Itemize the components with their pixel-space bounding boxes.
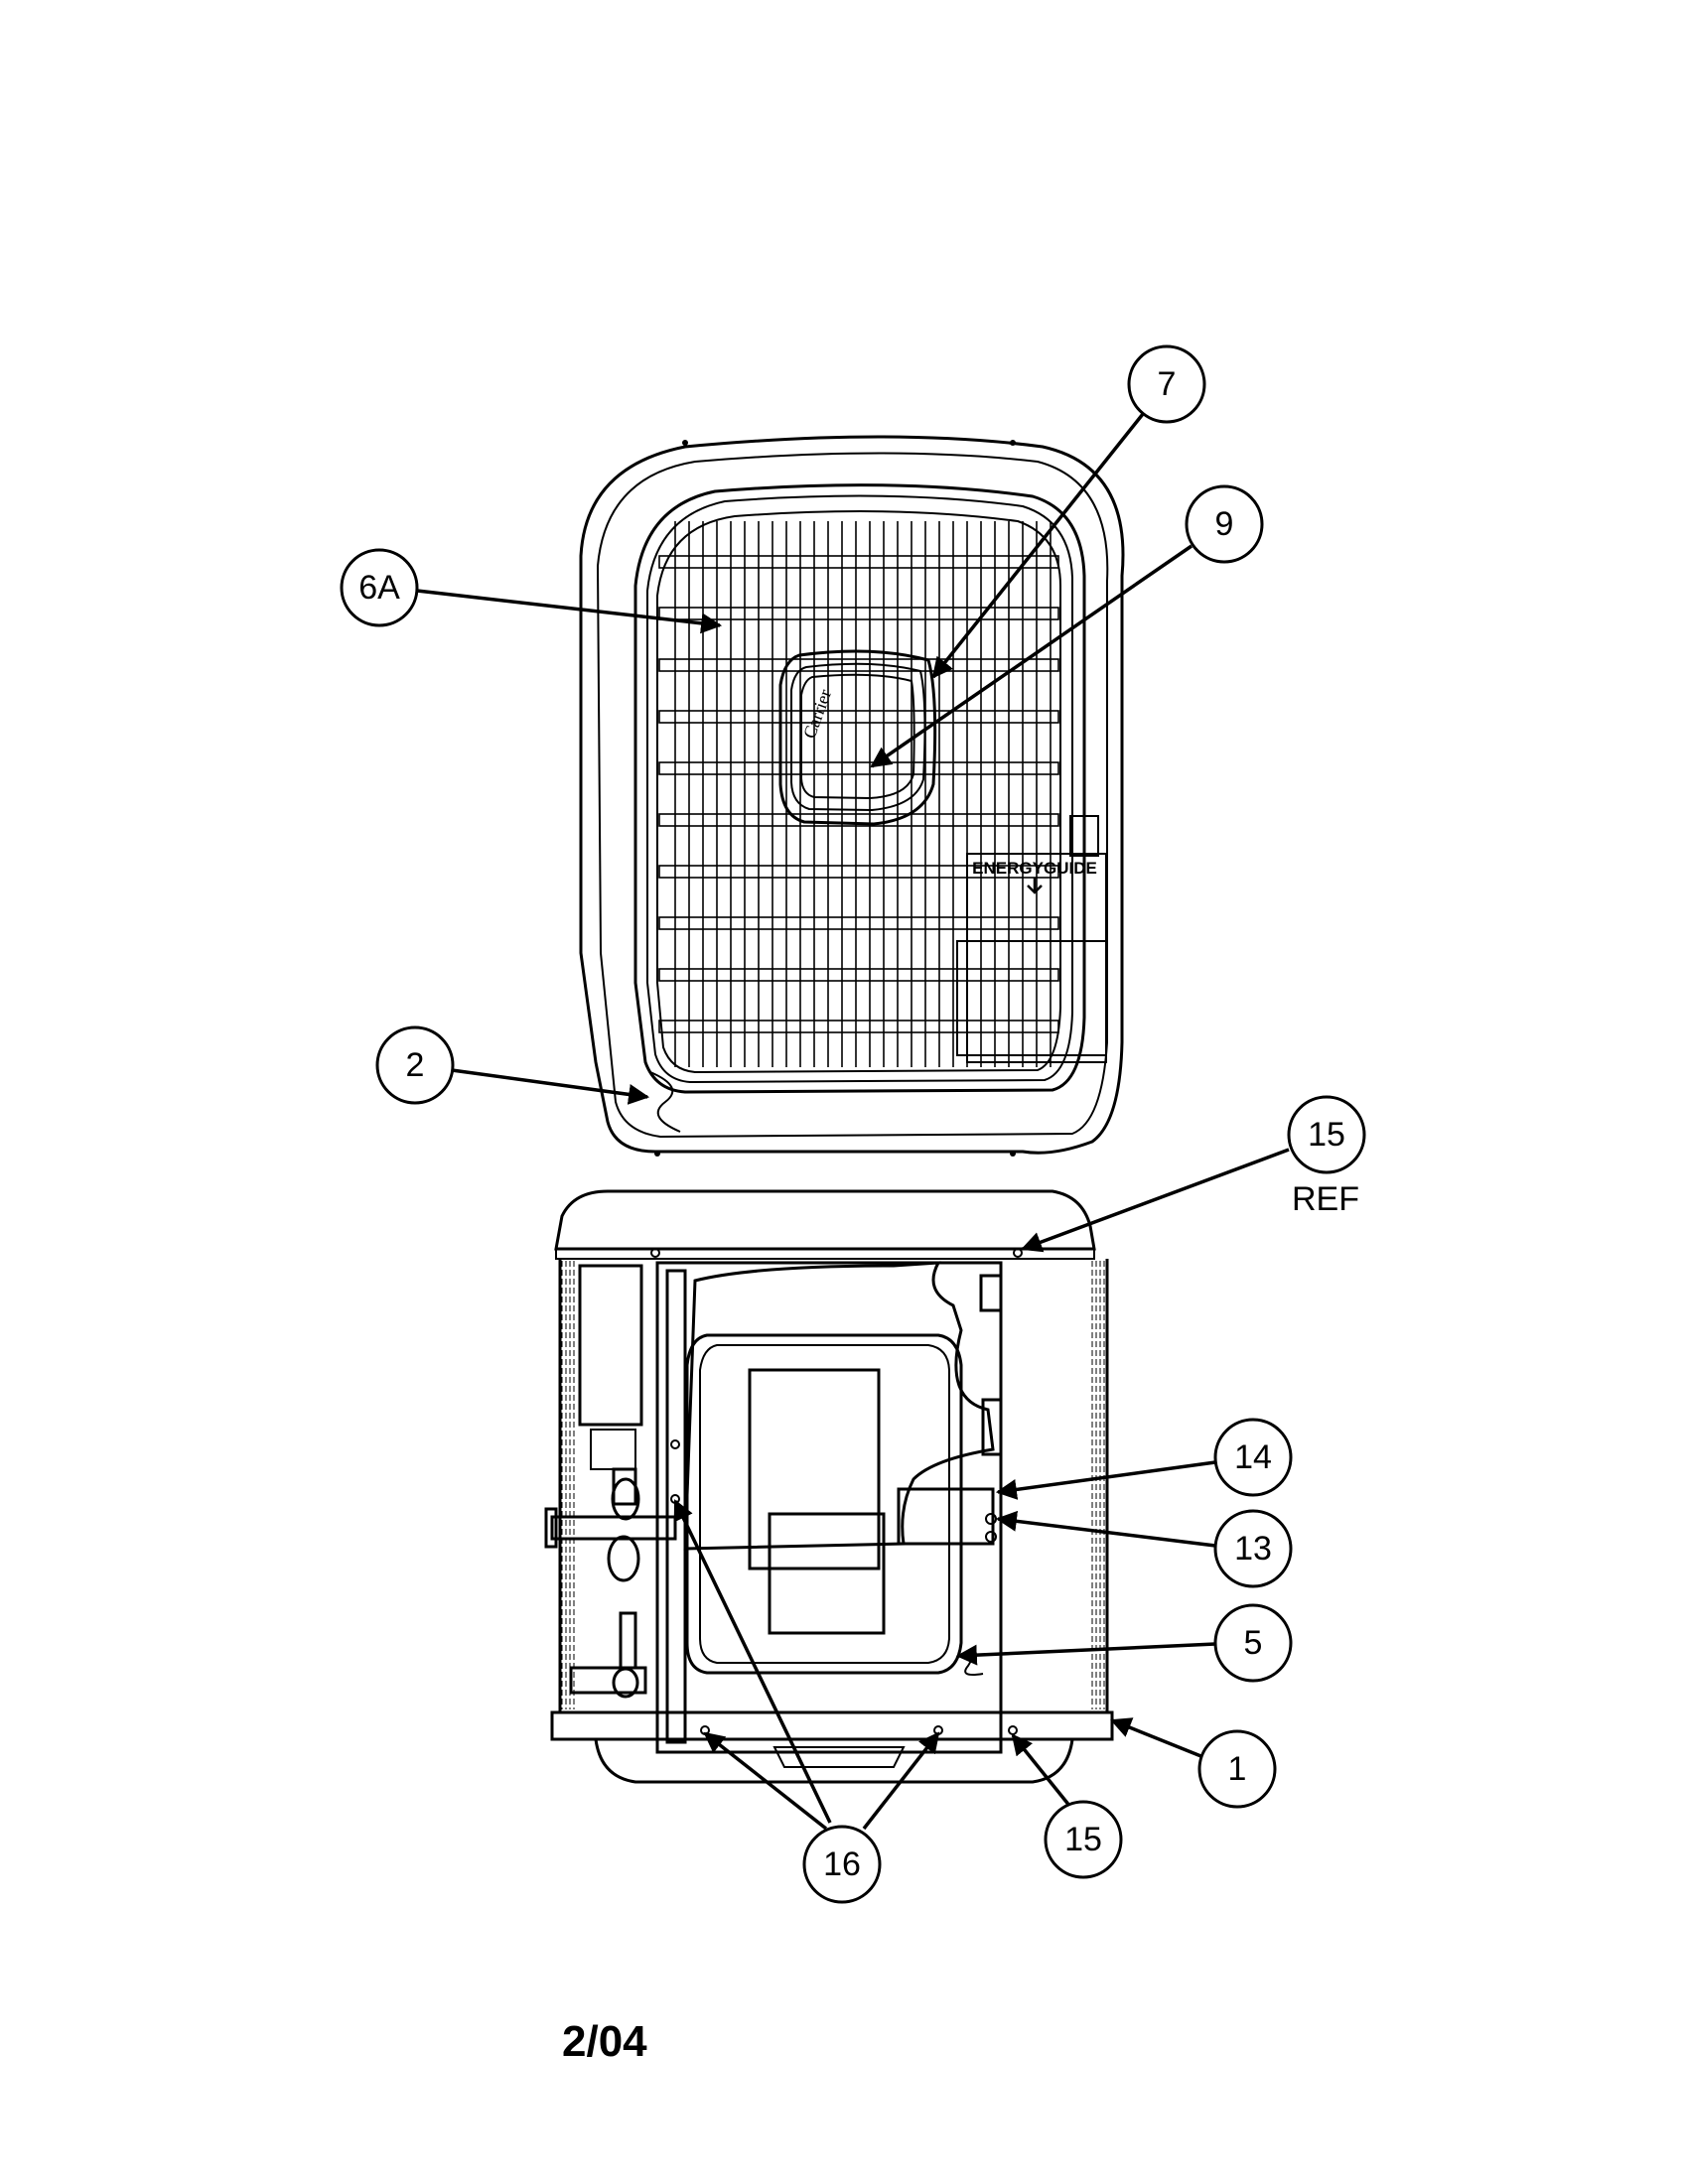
service-panel (650, 1248, 1023, 1754)
svg-text:16: 16 (823, 1845, 861, 1883)
svg-text:15: 15 (1064, 1821, 1102, 1858)
brand-logo: Carrier (799, 687, 835, 742)
svg-text:6A: 6A (358, 569, 400, 607)
ref-label: REF (1292, 1180, 1359, 1218)
callout-16: 16 (802, 1825, 882, 1904)
svg-text:2: 2 (406, 1046, 425, 1084)
callout-7: 7 (1127, 344, 1206, 424)
svg-text:5: 5 (1244, 1624, 1263, 1662)
callout-5: 5 (1213, 1603, 1293, 1683)
callout-15-ref: 15 REF (1287, 1095, 1366, 1218)
callout-9: 9 (1185, 484, 1264, 564)
callout-15-bottom: 15 (1044, 1800, 1123, 1879)
energyguide-label: ENERGYGUIDE (956, 815, 1107, 1063)
svg-text:9: 9 (1215, 505, 1234, 543)
svg-text:7: 7 (1158, 365, 1177, 403)
date-code: 2/04 (562, 2017, 647, 2066)
callout-6a: 6A (340, 548, 419, 627)
unit-side-view (544, 1189, 1114, 1784)
callout-14: 14 (1213, 1418, 1293, 1497)
callout-1: 1 (1197, 1729, 1277, 1809)
svg-text:15: 15 (1308, 1116, 1345, 1154)
svg-text:14: 14 (1234, 1438, 1272, 1476)
service-valves (544, 1467, 677, 1699)
svg-text:ENERGYGUIDE: ENERGYGUIDE (972, 859, 1097, 878)
callout-13: 13 (1213, 1509, 1293, 1588)
unit-top-view: Carrier ENERGYGUIDE (579, 435, 1125, 1157)
svg-text:13: 13 (1234, 1530, 1272, 1568)
svg-text:1: 1 (1228, 1750, 1247, 1788)
callout-2: 2 (375, 1025, 455, 1105)
